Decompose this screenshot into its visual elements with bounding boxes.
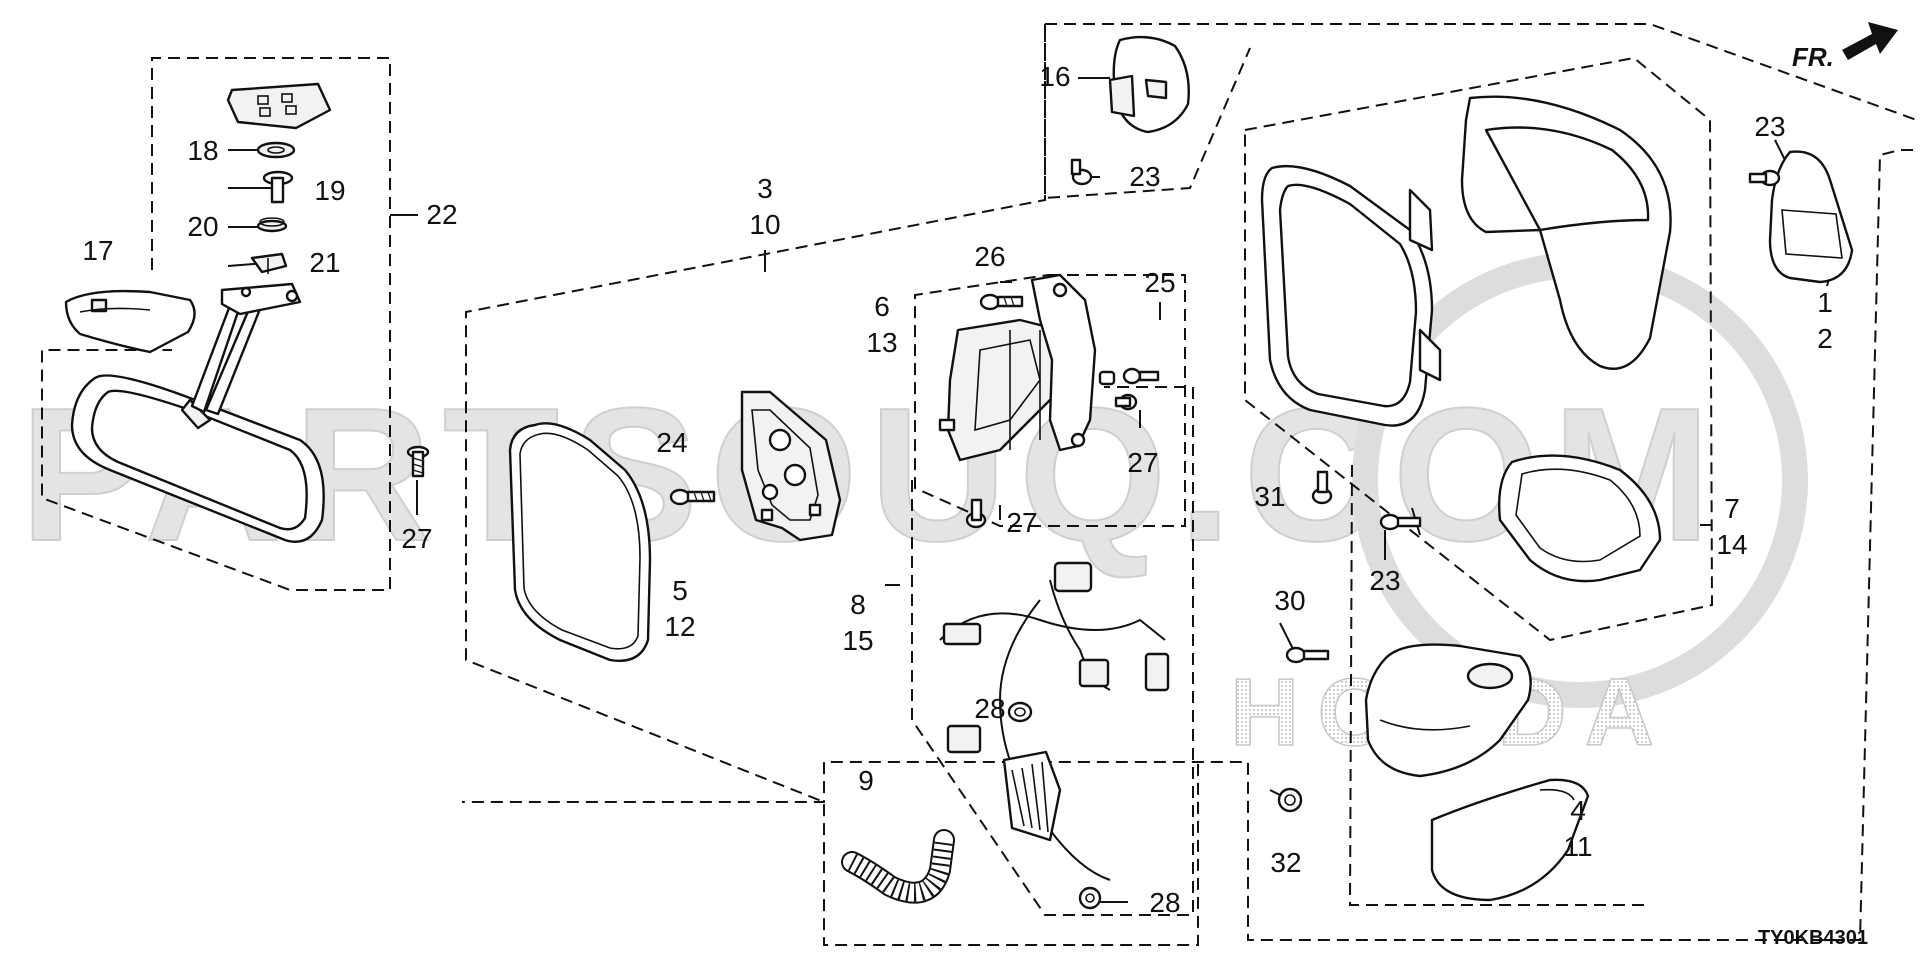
- callout-31: 31: [1254, 481, 1285, 512]
- callout-5: 5: [672, 575, 688, 606]
- part-mirror-frame: [1260, 164, 1442, 427]
- callout-18: 18: [187, 135, 218, 166]
- part-29-screw: [406, 445, 430, 478]
- part-17-cover: [64, 289, 196, 354]
- callout-4: 4: [1570, 795, 1586, 826]
- boundary-shell-assy: [1244, 56, 1714, 642]
- part-25-screw: [1098, 367, 1160, 386]
- part-24-screw: [669, 488, 716, 506]
- part-31-screw: [1311, 470, 1333, 505]
- part-5-mirror-glass: [508, 422, 652, 662]
- callout-8: 8: [850, 589, 866, 620]
- part-18-washer: [256, 141, 296, 159]
- part-harness-connector: [1002, 750, 1062, 842]
- callout-20: 20: [187, 211, 218, 242]
- callout-10: 10: [749, 209, 780, 240]
- part-30-screw: [1285, 646, 1330, 664]
- part-4-skull-cap: [1430, 778, 1590, 902]
- callout-30: 30: [1274, 585, 1305, 616]
- watermark: PARTSOUQ.COM HONDA: [19, 252, 1808, 767]
- part-23-screw-b: [1748, 169, 1781, 187]
- callout-14: 14: [1716, 529, 1747, 560]
- callout-1: 1: [1817, 287, 1833, 318]
- callout-27-right: 27: [1127, 447, 1158, 478]
- callout-7: 7: [1724, 493, 1740, 524]
- part-27-screw-b: [965, 498, 987, 529]
- callout-19: 19: [314, 175, 345, 206]
- part-26-screw: [979, 293, 1024, 311]
- arrow-right-icon: [1842, 22, 1898, 60]
- callouts: 17 18 19 20 21 22 27 3 10 24 5 12 16 23 …: [82, 61, 1832, 918]
- boundary-inside-mirror-assy: [41, 57, 391, 591]
- callout-25: 25: [1144, 267, 1175, 298]
- part-shell-lower: [1498, 454, 1662, 583]
- callout-3: 3: [757, 173, 773, 204]
- part-mirror-base: [1364, 643, 1532, 778]
- part-8-harness: [939, 561, 1170, 881]
- callout-28-upper: 28: [974, 693, 1005, 724]
- callout-11: 11: [1563, 831, 1592, 862]
- front-label: FR.: [1792, 42, 1834, 72]
- boundary-door-mirror-assy: [462, 23, 1920, 941]
- part-mirror-holder: [740, 390, 842, 542]
- part-1-turn-signal: [1768, 150, 1854, 284]
- part-6-actuator: [938, 273, 1097, 462]
- part-mirror-cap: [1460, 95, 1672, 370]
- part-inside-mirror: [70, 282, 325, 543]
- callout-17: 17: [82, 235, 113, 266]
- callout-32: 32: [1270, 847, 1301, 878]
- callout-21: 21: [309, 247, 340, 278]
- callout-9: 9: [858, 765, 874, 796]
- callout-16: 16: [1039, 61, 1070, 92]
- part-23-screw-c: [1379, 513, 1422, 531]
- callout-23-right: 23: [1754, 111, 1785, 142]
- callout-12: 12: [664, 611, 695, 642]
- callout-27-lower: 27: [1006, 507, 1037, 538]
- callout-26: 26: [974, 241, 1005, 272]
- callout-24: 24: [656, 427, 687, 458]
- part-28-clip-b: [1078, 886, 1102, 910]
- part-32-nut: [1277, 787, 1303, 813]
- callout-2: 2: [1817, 323, 1833, 354]
- part-16-cover: [1108, 35, 1190, 134]
- part-mount-base: [226, 82, 332, 130]
- callout-23-upper: 23: [1129, 161, 1160, 192]
- callout-13: 13: [866, 327, 897, 358]
- callout-22: 22: [426, 199, 457, 230]
- callout-23-lower: 23: [1369, 565, 1400, 596]
- callout-6: 6: [874, 291, 890, 322]
- part-20-spring: [256, 217, 288, 233]
- front-indicator: FR.: [1792, 22, 1898, 72]
- boundary-shell-lower: [1348, 464, 1650, 906]
- boundary-harness: [911, 386, 1194, 916]
- callout-29: 27: [401, 523, 432, 554]
- diagram-ref-code: TY0KB4301: [1758, 927, 1868, 949]
- part-27-screw-a: [1114, 393, 1138, 411]
- part-9-tube: [841, 829, 955, 904]
- part-28-clip-a: [1007, 701, 1033, 723]
- callout-28-lower: 28: [1149, 887, 1180, 918]
- boundary-actuator: [914, 274, 1186, 527]
- group-boundaries: [41, 23, 1920, 946]
- callout-15: 15: [842, 625, 873, 656]
- part-19-pin: [262, 170, 294, 204]
- watermark-text: PARTSOUQ.COM: [20, 369, 1723, 581]
- part-23-screw-a: [1070, 158, 1093, 186]
- boundary-door-mirror-main: [465, 24, 1199, 946]
- boundary-cover-16: [1044, 30, 1251, 200]
- part-21-clip: [250, 252, 288, 274]
